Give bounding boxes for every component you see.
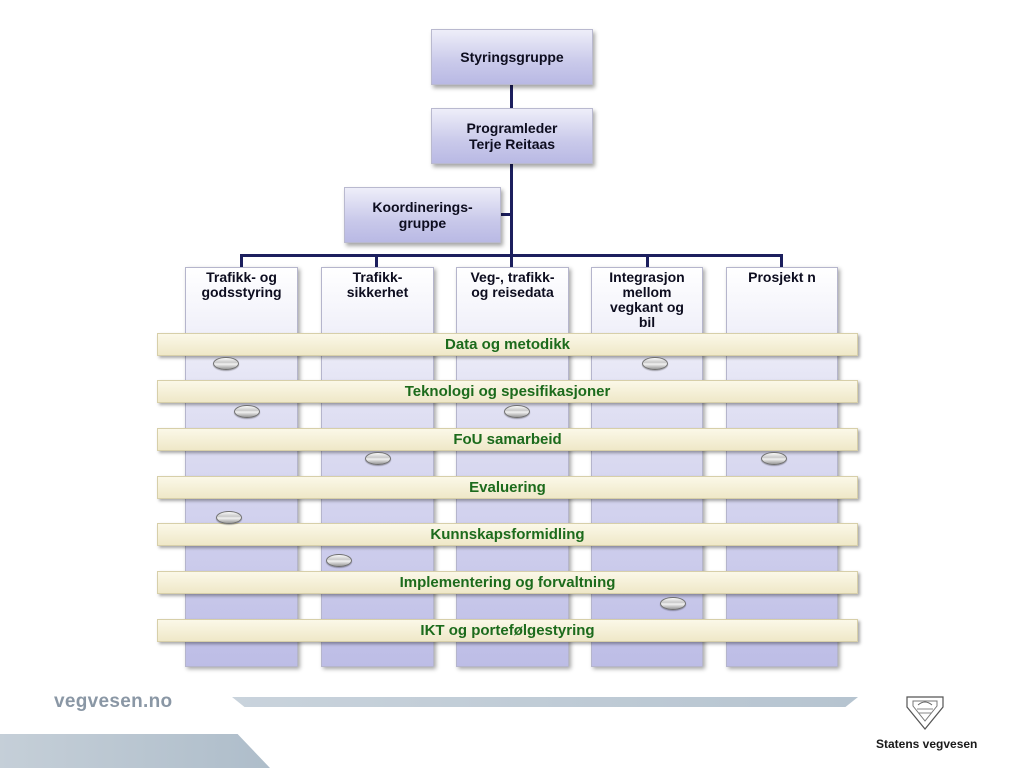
- pill-shape: [326, 554, 352, 567]
- coordination-group-label: Koordinerings- gruppe: [372, 199, 473, 231]
- connector-col-3: [510, 254, 513, 268]
- pill-shape: [642, 357, 668, 370]
- project-column-label: Trafikk- og godsstyring: [201, 269, 282, 300]
- project-column-5: Prosjekt n: [726, 267, 838, 667]
- band-evaluation: Evaluering: [157, 476, 858, 499]
- pill-shape: [234, 405, 260, 418]
- logo-text: Statens vegvesen: [876, 737, 978, 751]
- coordination-group-box: Koordinerings- gruppe: [344, 187, 501, 243]
- project-column-4: Integrasjon mellom vegkant og bil: [591, 267, 703, 667]
- pill-shape: [504, 405, 530, 418]
- footer-url: vegvesen.no: [54, 691, 173, 712]
- pill-shape: [216, 511, 242, 524]
- connector-col-2: [375, 254, 378, 268]
- project-column-2: Trafikk- sikkerhet: [321, 267, 434, 667]
- program-manager-box: Programleder Terje Reitaas: [431, 108, 593, 164]
- steering-group-box: Styringsgruppe: [431, 29, 593, 85]
- band-technology-specs: Teknologi og spesifikasjoner: [157, 380, 858, 403]
- project-column-label: Prosjekt n: [748, 269, 816, 285]
- program-manager-title: Programleder: [466, 120, 558, 136]
- project-column-label: Integrasjon mellom vegkant og bil: [609, 269, 685, 330]
- connector-col-5: [780, 254, 783, 268]
- connector-col-4: [646, 254, 649, 268]
- connector-top: [510, 85, 513, 109]
- program-manager-name: Terje Reitaas: [468, 136, 556, 152]
- pill-shape: [213, 357, 239, 370]
- project-column-label: Veg-, trafikk- og reisedata: [470, 269, 555, 300]
- band-knowledge-dissemination: Kunnskapsformidling: [157, 523, 858, 546]
- band-ict-portfolio: IKT og portefølgestyring: [157, 619, 858, 642]
- connector-coordination: [500, 213, 512, 216]
- footer-wedge: [0, 734, 270, 768]
- project-column-3: Veg-, trafikk- og reisedata: [456, 267, 569, 667]
- band-implementation-management: Implementering og forvaltning: [157, 571, 858, 594]
- pill-shape: [761, 452, 787, 465]
- pill-shape: [365, 452, 391, 465]
- project-column-label: Trafikk- sikkerhet: [346, 269, 409, 300]
- project-column-1: Trafikk- og godsstyring: [185, 267, 298, 667]
- connector-col-1: [240, 254, 243, 268]
- pill-shape: [660, 597, 686, 610]
- statens-vegvesen-logo-icon: [906, 696, 944, 730]
- steering-group-label: Styringsgruppe: [460, 49, 564, 65]
- band-rnd-collaboration: FoU samarbeid: [157, 428, 858, 451]
- band-data-methodology: Data og metodikk: [157, 333, 858, 356]
- connector-trunk: [510, 164, 513, 256]
- footer-stripe: [232, 697, 858, 707]
